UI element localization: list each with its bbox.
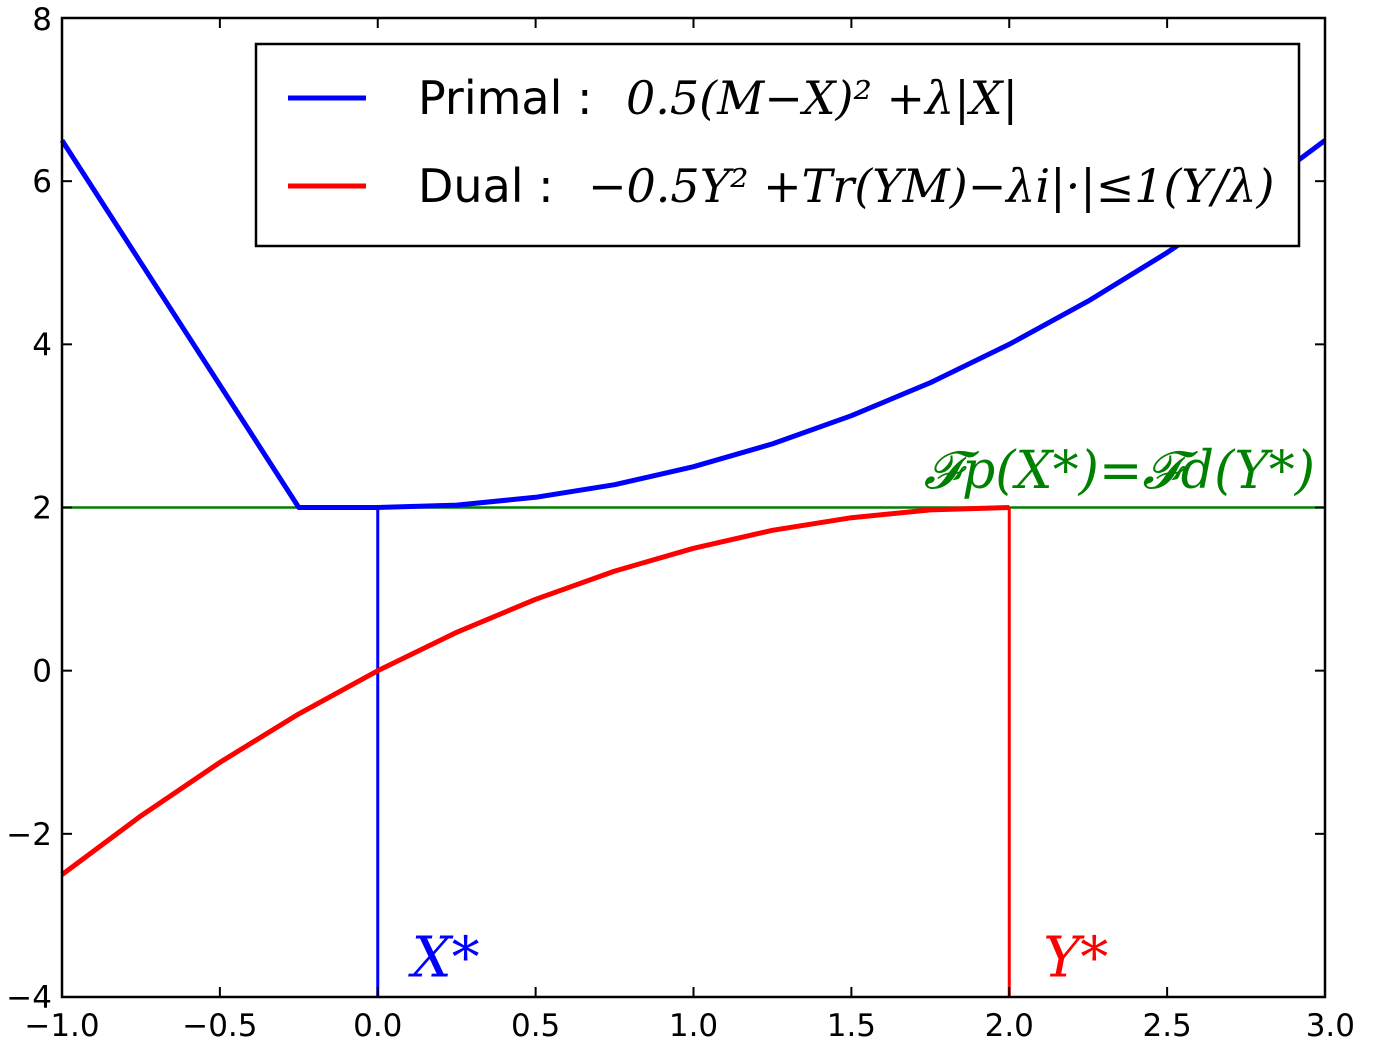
legend-primal-math: 0.5(M−X)² +λ|X| — [626, 71, 1018, 125]
x-tick-label: 3.0 — [1306, 1008, 1355, 1042]
plot-lines — [59, 138, 1327, 997]
dual-line — [60, 505, 1010, 877]
x-tick-label: −0.5 — [182, 1008, 257, 1042]
y-tick-label: 8 — [32, 2, 52, 38]
x-tick-label: 0.5 — [511, 1008, 560, 1042]
x-tick-label: 1.0 — [669, 1008, 718, 1042]
tick-labels: −1.0 −0.5 0.0 0.5 1.0 1.5 2.0 2.5 3.0 −4 −2 0 2 4 6 8 — [6, 2, 1355, 1042]
legend-box — [254, 42, 1301, 248]
legend-dual-math: −0.5Y² +Tr(YM)−λi|·|≤1(Y/λ) — [588, 159, 1274, 213]
x-tick-label: 0.0 — [353, 1008, 402, 1042]
ticks — [61, 17, 1326, 998]
legend: Primal : 0.5(M−X)² +λ|X| Dual : −0.5Y² +… — [254, 42, 1301, 248]
x-tick-label: 2.0 — [985, 1008, 1034, 1042]
y-tick-label: 0 — [32, 654, 52, 690]
primal-line — [59, 138, 1327, 510]
y-tick-label: 2 — [32, 491, 52, 527]
y-tick-label: −2 — [6, 817, 52, 853]
legend-primal-word: Primal : — [418, 71, 593, 125]
y-tick-label: 6 — [32, 164, 52, 200]
equality-annotation: 𝓕p(X*)=𝓕d(Y*) — [924, 441, 1315, 501]
y-star-label: Y* — [1043, 925, 1108, 990]
x-star-label: X* — [408, 925, 480, 990]
x-tick-label: 2.5 — [1142, 1008, 1191, 1042]
x-tick-label: 1.5 — [827, 1008, 876, 1042]
legend-dual-word: Dual : — [418, 159, 554, 213]
y-tick-label: −4 — [6, 980, 52, 1016]
y-tick-label: 4 — [32, 327, 52, 363]
x-tick-label: −1.0 — [24, 1008, 99, 1042]
